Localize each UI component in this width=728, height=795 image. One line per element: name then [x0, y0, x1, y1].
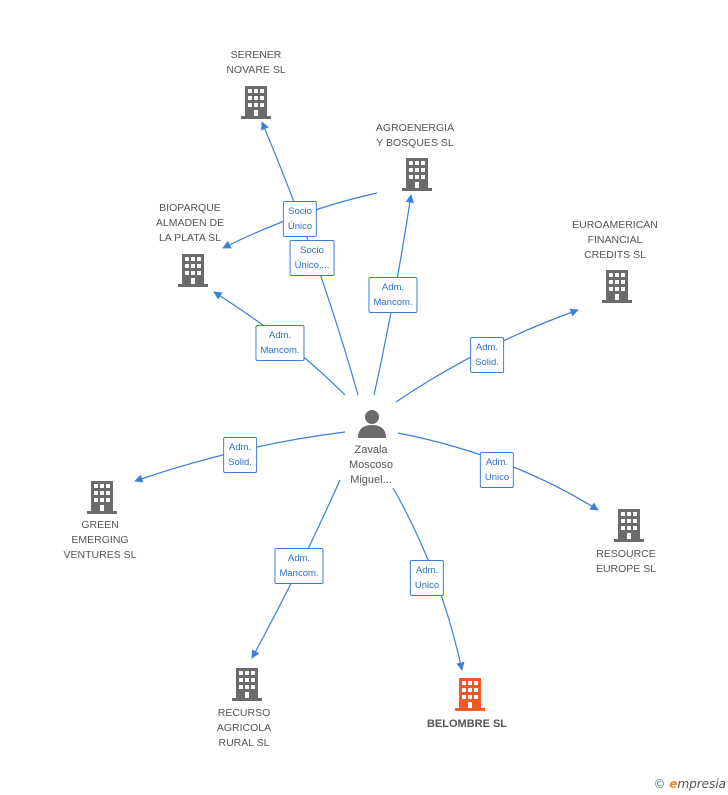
edge-label-bioparque: Adm. Mancom. [255, 325, 305, 361]
company-label-green[interactable]: GREEN EMERGING VENTURES SL [63, 519, 137, 561]
building-icon[interactable] [178, 254, 208, 287]
company-label-serener[interactable]: SERENER NOVARE SL [226, 49, 286, 76]
company-label-recurso[interactable]: RECURSO AGRICOLA RURAL SL [216, 707, 272, 749]
edge-label-euroamerican: Adm. Solid. [470, 337, 504, 373]
company-label-agroenergia[interactable]: AGROENERGIA Y BOSQUES SL [375, 122, 455, 149]
person-label[interactable]: Zavala Moscoso Miguel... [348, 444, 394, 486]
edge-label-agroenergia-bioparque: Socio Único [282, 201, 318, 237]
edge-label-agroenergia: Adm. Mancom. [368, 277, 418, 313]
edge-label-resource: Adm. Unico [479, 452, 515, 488]
person-icon[interactable] [358, 410, 386, 438]
empresia-footer[interactable]: © empresia [653, 777, 726, 791]
edge-label-recurso: Adm. Mancom. [274, 548, 324, 584]
building-icon[interactable] [241, 86, 271, 119]
brand-logo-e: e [669, 777, 678, 791]
building-icon[interactable] [602, 270, 632, 303]
company-label-bioparque[interactable]: BIOPARQUE ALMADEN DE LA PLATA SL [155, 202, 225, 244]
building-icon[interactable] [87, 481, 117, 514]
company-label-belombre[interactable]: BELOMBRE SL [426, 718, 508, 730]
copyright-symbol: © [653, 777, 666, 791]
brand-logo-text: mpresia [677, 777, 726, 791]
building-icon[interactable] [232, 668, 262, 701]
building-icon[interactable] [455, 678, 485, 711]
edge-label-serener: Socio Único,... [289, 240, 335, 276]
edge-label-belombre: Adm. Unico [409, 560, 445, 596]
building-icon[interactable] [614, 509, 644, 542]
company-label-resource[interactable]: RESOURCE EUROPE SL [595, 548, 657, 575]
building-icon[interactable] [402, 158, 432, 191]
company-label-euroamerican[interactable]: EUROAMERICAN FINANCIAL CREDITS SL [572, 219, 658, 261]
edge-label-green: Adm. Solid. [223, 437, 257, 473]
